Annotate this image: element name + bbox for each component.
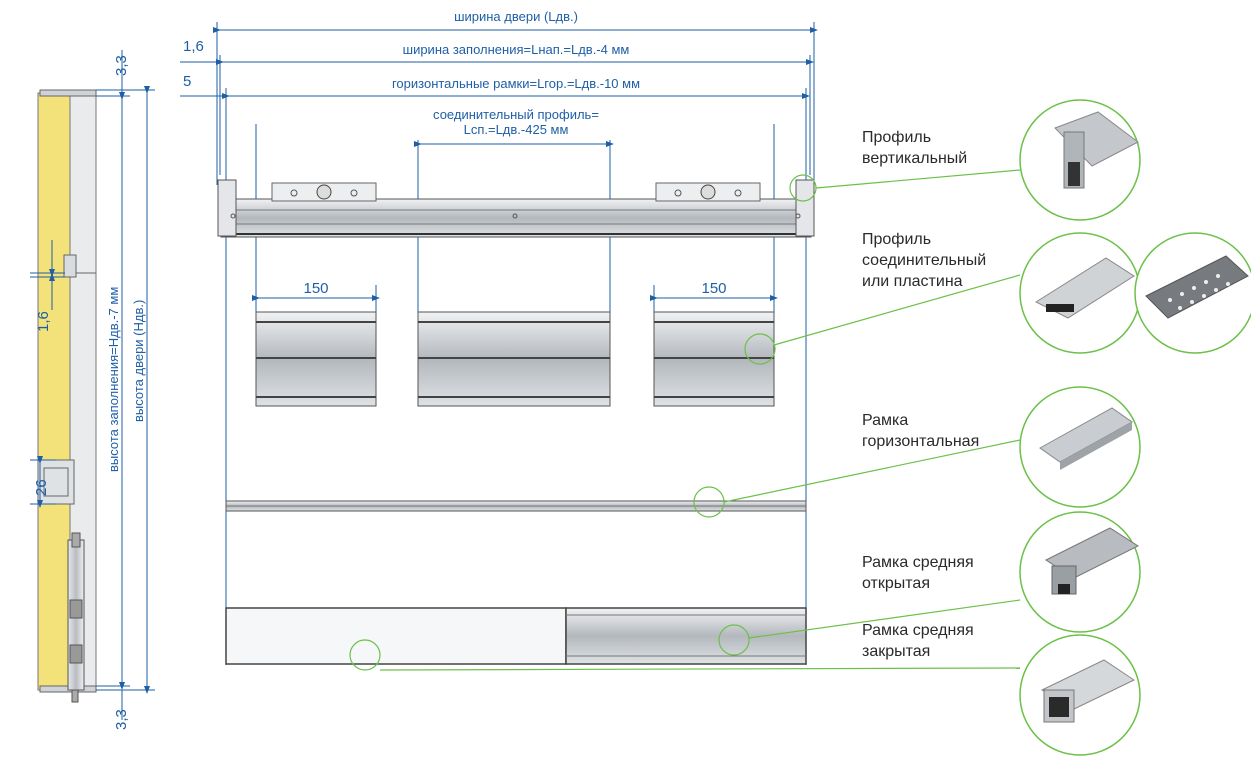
plate-right-width-label: 150 (701, 280, 726, 297)
side-section (37, 89, 97, 703)
callout-vertical-profile-line2: вертикальный (862, 150, 967, 167)
connector-plate-left (255, 311, 377, 407)
horizontal-frame-profile (225, 500, 807, 512)
callout-middle-closed-line1: Рамка средняя (862, 622, 974, 639)
callout-middle-open-line1: Рамка средняя (862, 554, 974, 571)
product-thumb-vertical-profile (1019, 99, 1141, 221)
callout-vertical-profile-line1: Профиль (862, 129, 931, 146)
door-height-label: высота двери (Hдв.) (131, 300, 146, 422)
top-frame-profile (217, 179, 815, 238)
callout-horizontal-frame-line1: Рамка (862, 412, 908, 429)
product-thumb-middle-frame-closed (1019, 634, 1141, 756)
connector-profile-middle (417, 311, 611, 407)
callout-connector-line3: или пластина (862, 273, 963, 290)
callout-middle-closed-line2: закрытая (862, 643, 930, 660)
callout-connector-line2: соединительный (862, 252, 986, 269)
callout-markers (349, 169, 1021, 671)
connector-length-label-1: соединительный профиль= (433, 107, 599, 122)
product-thumb-middle-frame-open (1019, 511, 1141, 633)
bottom-frame-profile (225, 607, 807, 665)
product-thumb-horizontal-frame (1019, 386, 1141, 508)
connector-plate-right (653, 311, 775, 407)
fill-height-label: высота заполнения=Hдв.-7 мм (106, 287, 121, 472)
side-gap-26-label: 26 (33, 479, 50, 496)
side-dimension-lines (30, 50, 155, 720)
offset-16-label: 1,6 (183, 38, 204, 55)
door-width-label: ширина двери (Lдв.) (454, 9, 578, 24)
callout-horizontal-frame-line2: горизонтальная (862, 433, 979, 450)
callout-middle-open-line2: открытая (862, 575, 930, 592)
offset-5-label: 5 (183, 73, 191, 90)
product-thumb-connector-plate (1134, 232, 1251, 354)
side-bottom-gap-label: 3,3 (113, 709, 130, 730)
fill-width-label: ширина заполнения=Lнап.=Lдв.-4 мм (403, 42, 630, 57)
horizontal-frames-label: горизонтальные рамки=Lгор.=Lдв.-10 мм (392, 76, 640, 91)
side-gap-16-label: 1,6 (35, 311, 52, 332)
side-top-gap-label: 3,3 (113, 55, 130, 76)
callout-connector-line1: Профиль (862, 231, 931, 248)
connector-plates (255, 311, 775, 407)
plate-left-width-label: 150 (303, 280, 328, 297)
connector-length-label-2: Lсп.=Lдв.-425 мм (464, 122, 569, 137)
product-thumb-connector-profile (1019, 232, 1141, 354)
